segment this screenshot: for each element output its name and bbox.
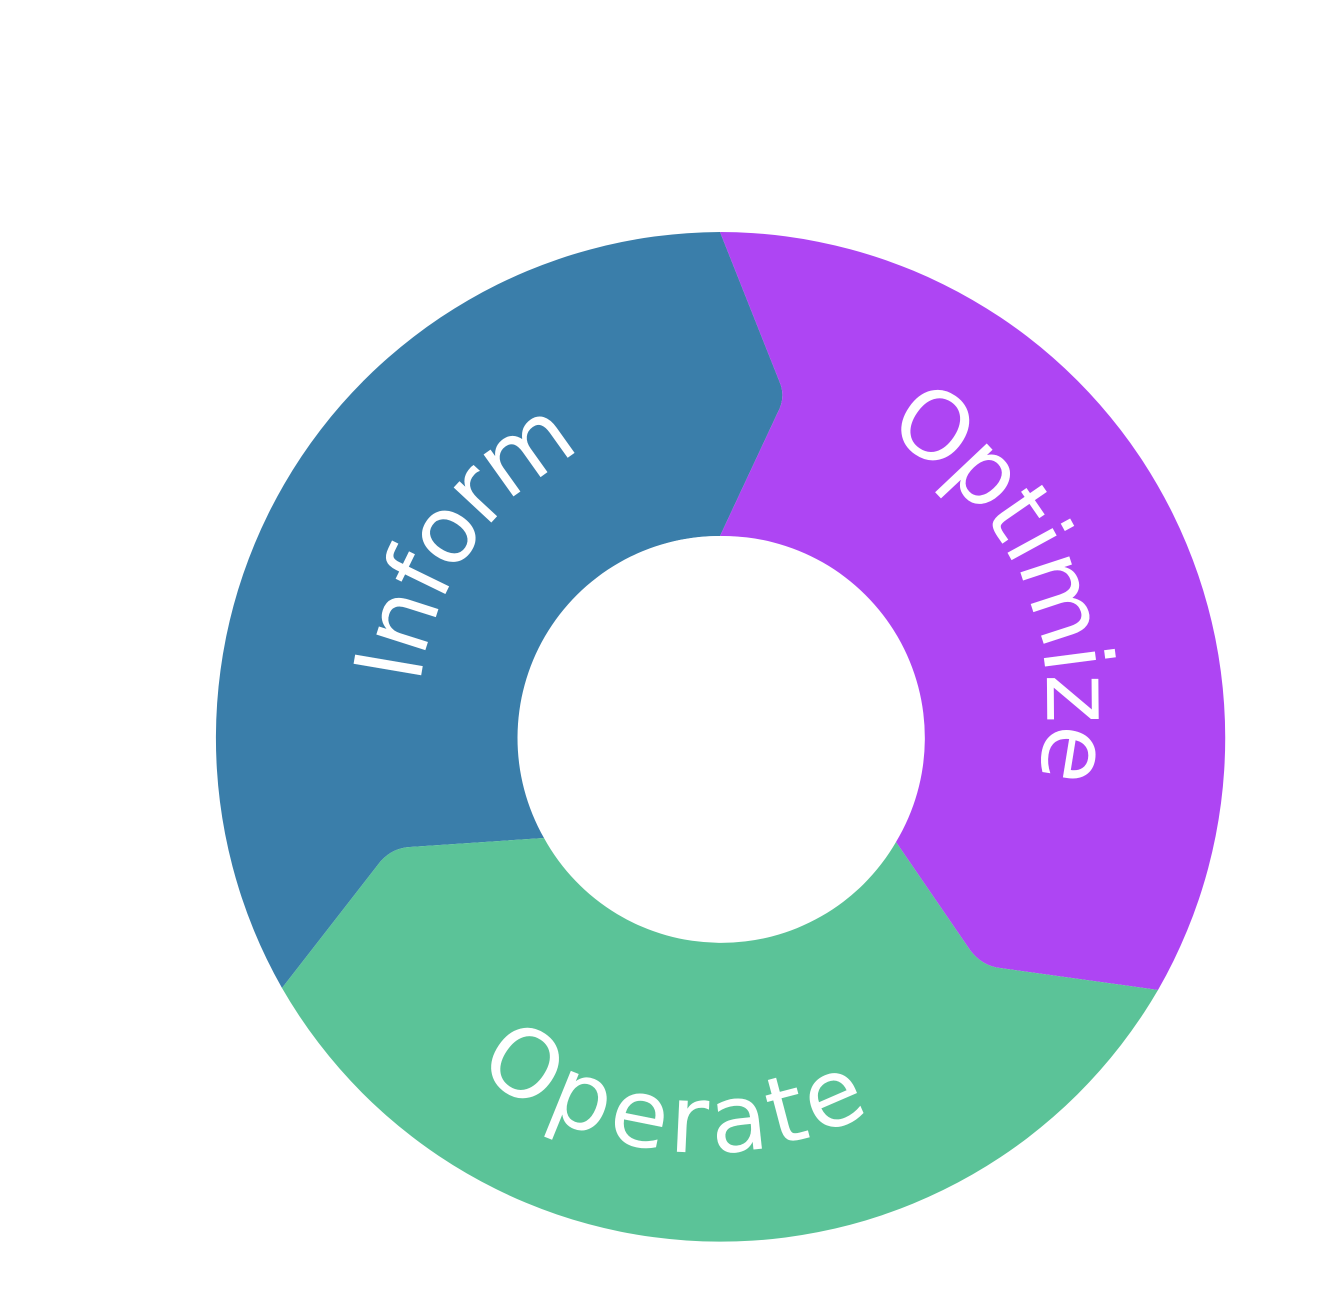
segment-operate — [282, 838, 1158, 1242]
center-hole — [518, 536, 922, 940]
segment-optimize — [720, 232, 1226, 990]
segment-inform — [215, 232, 783, 988]
